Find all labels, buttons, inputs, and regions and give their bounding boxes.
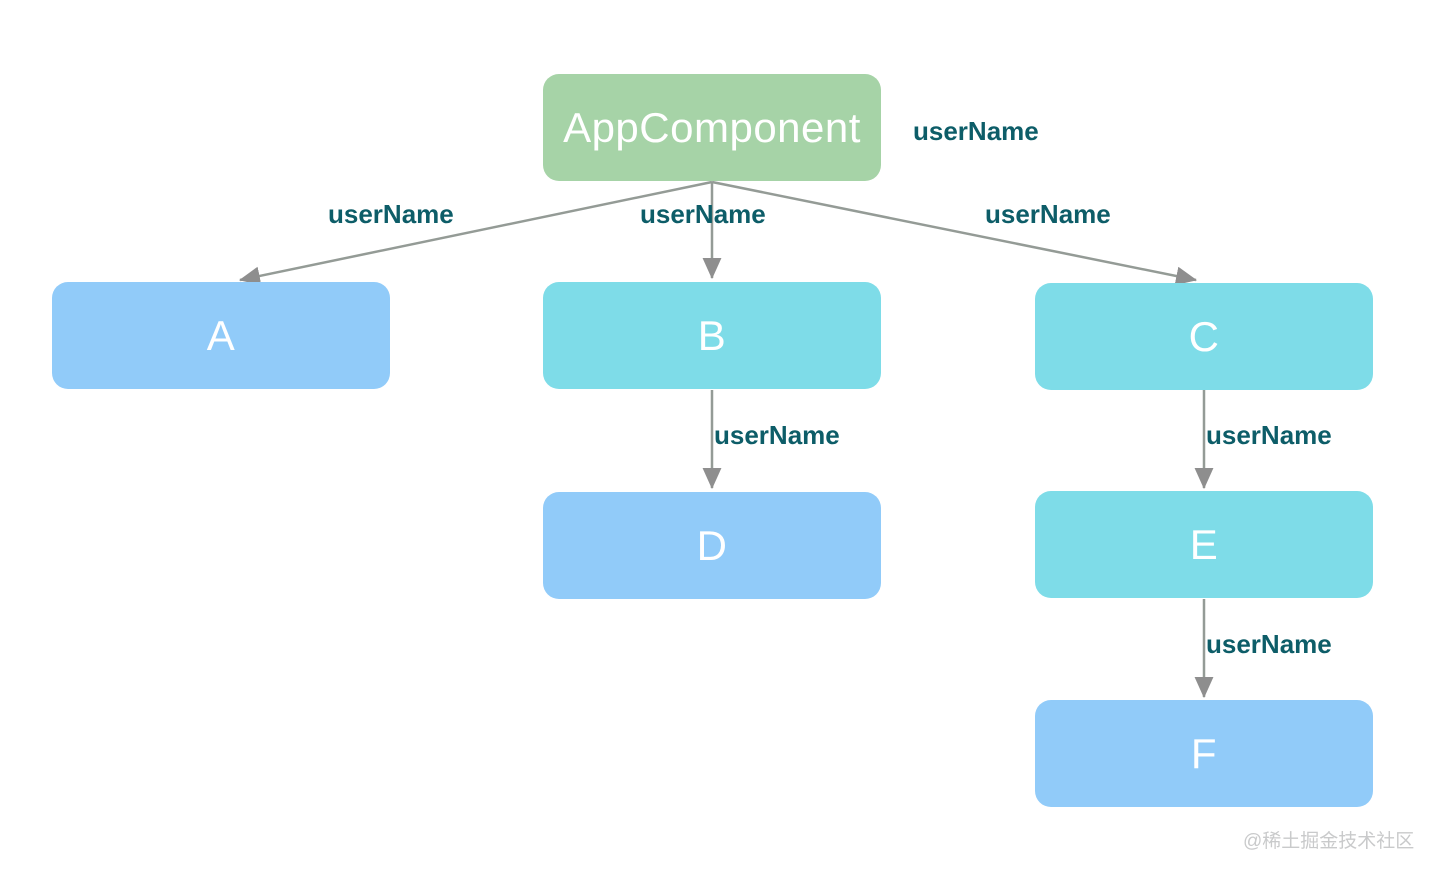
root-property-label: userName (913, 116, 1039, 146)
edge-label-appcomponent-c: userName (985, 199, 1111, 229)
edge-appcomponent-c-line (711, 180, 1198, 286)
edge-label-b-d: userName (714, 420, 840, 450)
edge-label-e-f: userName (1206, 629, 1332, 659)
node-b: B (543, 282, 881, 389)
node-e: E (1035, 491, 1373, 598)
node-c-label: C (1188, 312, 1220, 360)
node-d: D (543, 492, 881, 599)
node-a-label: A (206, 311, 236, 359)
node-appcomponent: AppComponent (543, 74, 881, 181)
edge-label-appcomponent-a: userName (328, 199, 454, 229)
node-f-label: F (1190, 729, 1218, 777)
edge-appcomponent-a-line (238, 180, 713, 286)
watermark: @稀土掘金技术社区 (1243, 831, 1415, 852)
node-appcomponent-label: AppComponent (563, 103, 861, 151)
node-f: F (1035, 700, 1373, 807)
node-d-label: D (696, 521, 728, 569)
node-a: A (52, 282, 390, 389)
node-c: C (1035, 283, 1373, 390)
edge-label-c-e: userName (1206, 420, 1332, 450)
edge-label-appcomponent-b: userName (640, 199, 766, 229)
node-b-label: B (697, 311, 727, 359)
node-e-label: E (1189, 520, 1219, 568)
